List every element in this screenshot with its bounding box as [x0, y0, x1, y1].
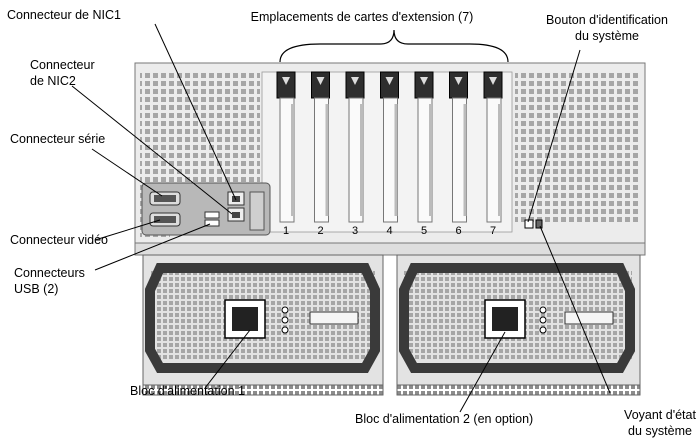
slots-brace [279, 29, 509, 63]
slot-number-6: 6 [455, 225, 461, 237]
leader-serial [91, 148, 163, 197]
usb-connector-1 [204, 211, 220, 219]
label-status-led-2: du système [628, 424, 692, 438]
label-usb-2: USB (2) [14, 282, 59, 296]
label-nic2-1: Connecteur [30, 58, 95, 72]
leader-psu2 [459, 331, 506, 413]
system-status-led [535, 219, 543, 229]
leader-lines [71, 23, 611, 413]
label-nic2-2: de NIC2 [30, 74, 76, 88]
leader-nic2 [71, 85, 233, 215]
expansion-slot-5: 5 [414, 71, 434, 237]
power-supply-2 [396, 254, 641, 396]
label-nic1: Connecteur de NIC1 [7, 8, 121, 22]
leader-status-led [539, 225, 611, 394]
label-video: Connecteur vidéo [10, 233, 108, 247]
leader-id-button [527, 49, 581, 223]
label-psu1: Bloc d'alimentation 1 [130, 384, 245, 398]
expansion-slot-6: 6 [449, 71, 468, 237]
leader-usb [94, 223, 211, 271]
expansion-slot-7: 7 [483, 71, 503, 237]
expansion-slots: 1 2 3 4 5 6 7 [276, 71, 503, 237]
expansion-slot-2: 2 [311, 71, 330, 237]
slot-number-7: 7 [490, 225, 496, 237]
leader-video [94, 219, 161, 241]
label-status-led-1: Voyant d'état [624, 408, 696, 422]
slot-number-3: 3 [352, 225, 358, 237]
slot-number-1: 1 [283, 225, 289, 237]
label-id-button-1: Bouton d'identification [546, 13, 668, 27]
expansion-slot-4: 4 [380, 71, 399, 237]
right-vent-grid [515, 72, 640, 222]
label-serial: Connecteur série [10, 132, 106, 146]
label-id-button-2: du système [575, 29, 639, 43]
power-supply-1 [142, 254, 384, 396]
label-expansion-slots: Emplacements de cartes d'extension (7) [250, 10, 474, 24]
slot-number-2: 2 [317, 225, 323, 237]
psu2-power-inlet [492, 307, 518, 331]
label-usb-1: Connecteurs [14, 266, 85, 280]
system-id-button [524, 219, 534, 229]
slot-number-4: 4 [386, 225, 392, 237]
leader-psu1 [204, 329, 251, 389]
usb-connector-2 [204, 219, 220, 227]
io-panel [141, 182, 271, 236]
label-psu2: Bloc d'alimentation 2 (en option) [355, 412, 534, 426]
expansion-slot-1: 1 [276, 71, 296, 237]
slot-number-5: 5 [421, 225, 427, 237]
leader-nic1 [154, 23, 237, 201]
expansion-slot-3: 3 [345, 71, 365, 237]
psu1-power-inlet [232, 307, 258, 331]
